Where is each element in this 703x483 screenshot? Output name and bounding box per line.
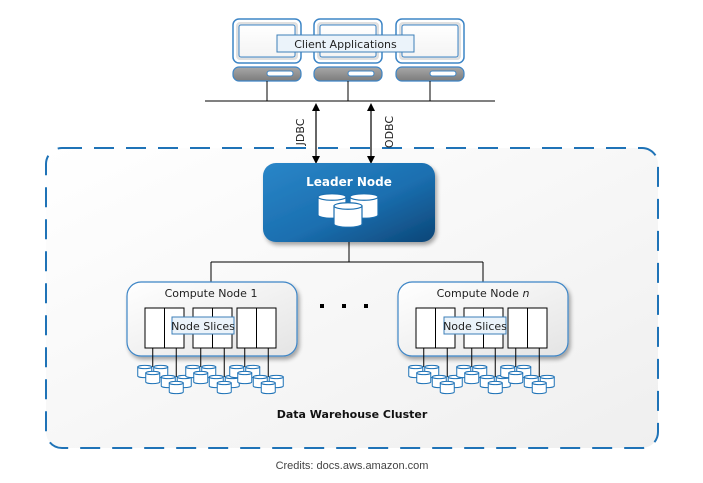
disk-icon xyxy=(168,380,184,395)
jdbc-connection: JDBC xyxy=(294,103,320,164)
monitor-drive-slot xyxy=(266,70,294,77)
credits-text: Credits: docs.aws.amazon.com xyxy=(276,460,429,472)
node-slice xyxy=(236,307,257,349)
disk-icon xyxy=(237,370,253,385)
disk-icon xyxy=(487,380,503,395)
client-monitor-icon xyxy=(395,18,465,101)
node-slices-label-box: Node Slices xyxy=(443,316,507,335)
database-stack-icon xyxy=(317,193,379,228)
disk-icon xyxy=(531,380,547,395)
disk-icon xyxy=(508,370,524,385)
disk-icon xyxy=(260,380,276,395)
leader-node-title: Leader Node xyxy=(306,175,392,189)
disk-icon xyxy=(416,370,432,385)
node-slice xyxy=(256,307,277,349)
odbc-connection: ODBC xyxy=(367,103,396,164)
client-monitor-icon xyxy=(313,18,383,101)
compute-node-1-title: Compute Node 1 xyxy=(165,287,258,300)
cluster-label: Data Warehouse Cluster xyxy=(277,408,428,421)
database-cylinder-icon xyxy=(333,202,363,228)
node-slices-label: Node Slices xyxy=(443,320,507,333)
jdbc-arrowhead-down-icon xyxy=(312,156,320,164)
monitor-drive-slot xyxy=(429,70,457,77)
odbc-arrowhead-down-icon xyxy=(367,156,375,164)
odbc-label: ODBC xyxy=(383,116,396,148)
disk-icon xyxy=(464,370,480,385)
node-slices-label-box: Node Slices xyxy=(171,316,235,335)
monitor-drive-slot xyxy=(347,70,375,77)
disk-icon xyxy=(216,380,232,395)
client-applications-label: Client Applications xyxy=(294,38,397,51)
node-slices-label: Node Slices xyxy=(171,320,235,333)
node-slice xyxy=(144,307,165,349)
compute-node-n: Compute Node n Node Slices xyxy=(397,281,569,395)
node-slice xyxy=(415,307,436,349)
jdbc-label: JDBC xyxy=(294,118,307,146)
disk-icon xyxy=(439,380,455,395)
compute-node-1: Compute Node 1 Node Slices xyxy=(126,281,298,395)
client-applications-label-box: Client Applications xyxy=(276,34,415,53)
leader-compute-connectors xyxy=(210,242,484,282)
more-nodes-ellipsis xyxy=(320,304,368,308)
client-applications-group xyxy=(232,18,465,101)
disk-cluster-group xyxy=(408,348,555,395)
node-slice xyxy=(527,307,548,349)
node-slice xyxy=(507,307,528,349)
compute-node-n-title: Compute Node n xyxy=(437,287,530,300)
odbc-arrowhead-up-icon xyxy=(367,103,375,111)
leader-node: Leader Node xyxy=(263,163,435,242)
client-monitor-icon xyxy=(232,18,302,101)
disk-icon xyxy=(145,370,161,385)
jdbc-arrowhead-up-icon xyxy=(312,103,320,111)
disk-cluster-group xyxy=(137,348,284,395)
disk-icon xyxy=(193,370,209,385)
